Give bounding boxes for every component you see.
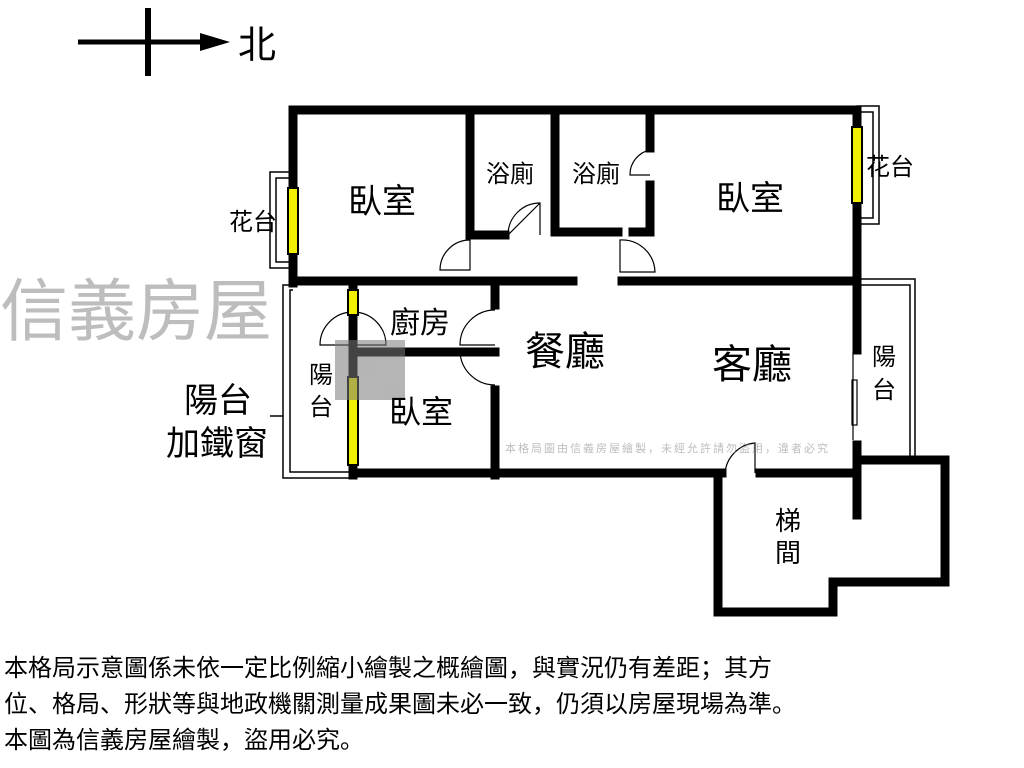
watermark-brand: 信義房屋 bbox=[0, 273, 272, 352]
room-living: 客廳 bbox=[712, 342, 792, 388]
balcony-left-1: 陽 bbox=[309, 361, 333, 389]
windows bbox=[287, 126, 863, 466]
room-kitchen: 廚房 bbox=[390, 306, 450, 341]
balcony-right-2: 台 bbox=[872, 376, 896, 404]
planter-left: 花台 bbox=[229, 208, 277, 236]
north-label: 北 bbox=[238, 23, 276, 67]
room-bath-1: 浴廁 bbox=[486, 160, 534, 188]
north-arrow-icon bbox=[78, 8, 230, 76]
watermark-notice: 本格局圖由信義房屋繪製，未經允許請勿盜用，違者必究 bbox=[505, 441, 830, 455]
door-swings bbox=[319, 149, 858, 474]
room-bedroom-nw: 臥室 bbox=[348, 182, 416, 222]
disclaimer-line: 本格局示意圖係未依一定比例縮小繪製之概繪圖，與實況仍有差距；其方 bbox=[4, 654, 772, 682]
room-bedroom-s: 臥室 bbox=[389, 393, 453, 431]
callout-line2: 加鐵窗 bbox=[166, 424, 268, 464]
disclaimer: 本格局示意圖係未依一定比例縮小繪製之概繪圖，與實況仍有差距；其方 位、格局、形狀… bbox=[4, 650, 1024, 758]
balcony-outlines bbox=[269, 105, 916, 479]
disclaimer-line: 位、格局、形狀等與地政機關測量成果圖未必一致，仍須以房屋現場為準。 bbox=[4, 690, 796, 718]
callout-line1: 陽台 bbox=[184, 381, 252, 421]
room-bath-2: 浴廁 bbox=[572, 160, 620, 188]
floor-plan: 北 bbox=[0, 8, 950, 617]
room-stairs-2: 間 bbox=[775, 539, 801, 569]
balcony-left-2: 台 bbox=[309, 393, 333, 421]
room-stairs-1: 梯 bbox=[775, 507, 801, 537]
room-dining: 餐廳 bbox=[525, 329, 605, 375]
room-bedroom-ne: 臥室 bbox=[716, 179, 784, 219]
disclaimer-line: 本圖為信義房屋繪製，盜用必究。 bbox=[4, 726, 364, 754]
watermark: 信義房屋 本格局圖由信義房屋繪製，未經允許請勿盜用，違者必究 bbox=[0, 273, 830, 455]
planter-right: 花台 bbox=[866, 153, 914, 181]
brand-logo-icon bbox=[335, 340, 405, 400]
balcony-right-1: 陽 bbox=[872, 343, 896, 371]
